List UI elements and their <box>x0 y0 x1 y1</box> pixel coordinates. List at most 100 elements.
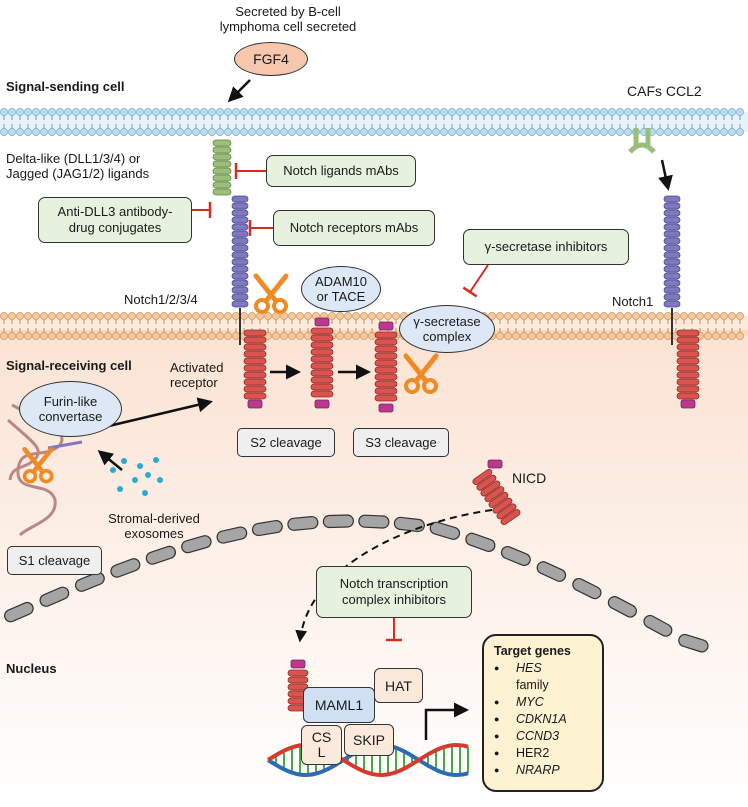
lipid-head <box>336 108 344 116</box>
ligand-repeat <box>212 139 232 147</box>
lipid-head <box>224 332 232 340</box>
lipid-head <box>560 332 568 340</box>
lipid-head <box>136 312 144 320</box>
lipid-head <box>608 108 616 116</box>
lipid-head <box>8 108 16 116</box>
lipid-head <box>112 128 120 136</box>
lipid-head <box>616 128 624 136</box>
lipid-head <box>504 312 512 320</box>
pest-domain <box>378 403 394 413</box>
lipid-head <box>392 128 400 136</box>
lipid-head <box>416 128 424 136</box>
lipid-head <box>336 332 344 340</box>
lipid-head <box>440 128 448 136</box>
receptor-ankyrin <box>310 334 334 342</box>
lipid-head <box>72 332 80 340</box>
lipid-head <box>624 108 632 116</box>
lipid-head <box>448 128 456 136</box>
ligands-line-2: Jagged (JAG1/2) ligands <box>6 166 150 182</box>
lipid-head <box>584 332 592 340</box>
receptor-ankyrin <box>676 357 700 365</box>
receptor-egf-repeat <box>231 279 249 287</box>
receptor-ankyrin <box>310 376 334 384</box>
lipid-head <box>408 128 416 136</box>
lipid-head <box>120 332 128 340</box>
lipid-head <box>224 312 232 320</box>
lipid-head <box>40 108 48 116</box>
pest-domain <box>247 399 263 409</box>
lipid-head <box>520 108 528 116</box>
lipid-head <box>576 312 584 320</box>
lipid-head <box>240 108 248 116</box>
lipid-head <box>528 128 536 136</box>
target-gene-item: NRARP <box>494 762 596 779</box>
scissor-ring <box>272 298 288 314</box>
receptor-egf-repeat <box>663 237 681 245</box>
lipid-head <box>512 108 520 116</box>
lipid-head <box>648 332 656 340</box>
lipid-head <box>376 312 384 320</box>
lipid-head <box>408 108 416 116</box>
lipid-head <box>232 332 240 340</box>
lipid-head <box>600 312 608 320</box>
target-genes-title: Target genes <box>494 644 571 658</box>
lipid-head <box>624 332 632 340</box>
nicd-label: NICD <box>512 470 547 486</box>
nuclear-pore-segment <box>322 514 354 529</box>
lipid-head <box>184 108 192 116</box>
lipid-head <box>464 128 472 136</box>
immature-receptor <box>47 440 83 450</box>
lipid-head <box>344 128 352 136</box>
lipid-head <box>496 312 504 320</box>
lipid-head <box>360 312 368 320</box>
lipid-head <box>16 108 24 116</box>
lipid-head <box>216 108 224 116</box>
lipid-head <box>304 332 312 340</box>
receptor-ankyrin <box>374 366 398 374</box>
target-genes-box: Target genes HES family MYC CDKN1A CCND3… <box>482 634 604 792</box>
lipid-head <box>736 312 744 320</box>
lipid-head <box>512 128 520 136</box>
nuclear-pore-segment <box>643 614 673 637</box>
lipid-head <box>280 332 288 340</box>
exosome-arrow <box>97 450 123 471</box>
receptor-ankyrin <box>310 383 334 391</box>
lipid-head <box>8 128 16 136</box>
lipid-head <box>664 128 672 136</box>
lipid-head <box>48 332 56 340</box>
lipid-head <box>616 312 624 320</box>
lipid-head <box>32 332 40 340</box>
lipid-head <box>0 108 8 116</box>
lipid-head <box>128 332 136 340</box>
lipid-head <box>96 332 104 340</box>
lipid-head <box>88 312 96 320</box>
s1-cleavage-box: S1 cleavage <box>7 546 102 575</box>
lipid-head <box>64 312 72 320</box>
lipid-head <box>592 128 600 136</box>
ccl2-ligand <box>628 142 656 154</box>
lipid-head <box>40 332 48 340</box>
fgf4-arrow <box>227 79 251 103</box>
nuclear-envelope <box>4 514 709 653</box>
receptor-cap <box>314 317 330 327</box>
nuclear-pore-segment <box>74 571 105 592</box>
lipid-head <box>624 312 632 320</box>
lipid-head <box>712 108 720 116</box>
lipid-head <box>560 108 568 116</box>
lipid-head <box>104 312 112 320</box>
lipid-head <box>72 312 80 320</box>
lipid-head <box>296 128 304 136</box>
lipid-head <box>328 312 336 320</box>
lipid-head <box>184 332 192 340</box>
lipid-head <box>472 128 480 136</box>
gamma-secretase-complex-ellipse: γ-secretase complex <box>399 305 495 353</box>
ligand-repeat <box>212 146 232 154</box>
nicd-ankyrin <box>488 491 509 508</box>
ligand-repeat <box>212 181 232 189</box>
lipid-head <box>168 128 176 136</box>
lipid-head <box>448 108 456 116</box>
lipid-head <box>304 312 312 320</box>
nuclear-pore-segment <box>572 577 602 600</box>
lipid-head <box>528 332 536 340</box>
lipid-head <box>376 128 384 136</box>
